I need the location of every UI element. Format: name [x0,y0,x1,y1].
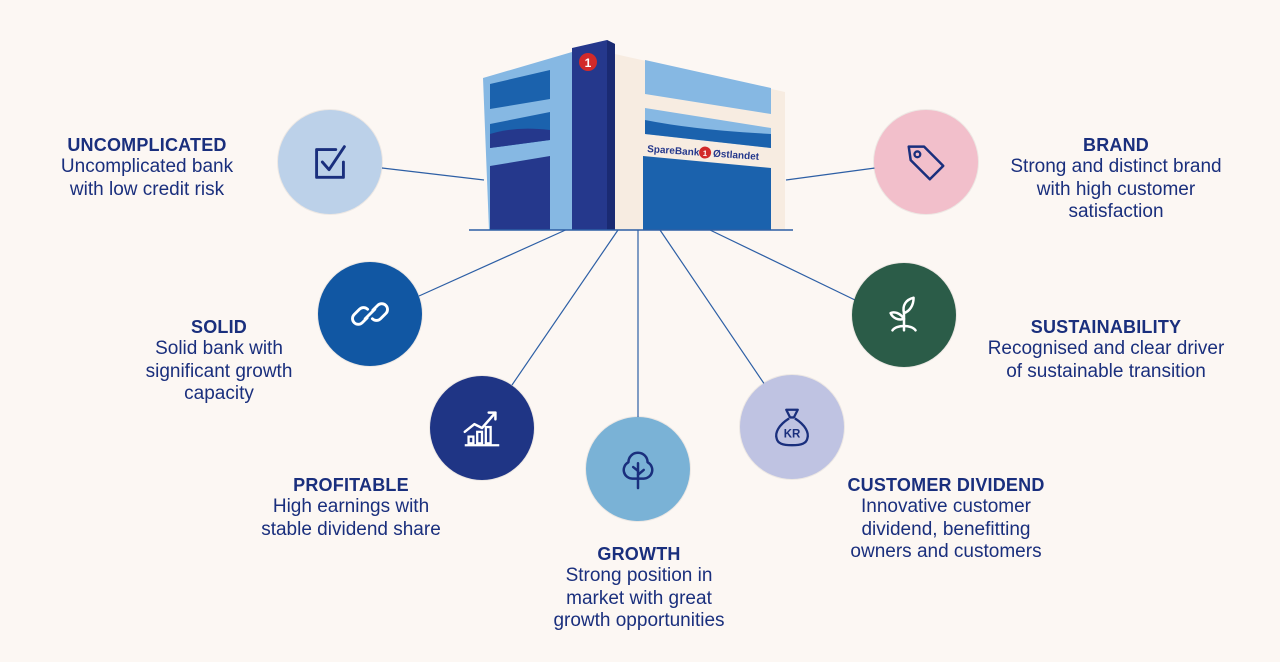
money-bag-label: KR [784,429,801,441]
uncomplicated-icon-circle [278,110,382,214]
customer-dividend-icon-circle: KR [740,375,844,479]
connector-customer-dividend [659,229,766,386]
connector-uncomplicated [381,167,485,181]
uncomplicated-description: Uncomplicated bank with low credit risk [28,156,266,201]
sustainability-description: Recognised and clear driver of sustainab… [987,338,1225,382]
brand-title: BRAND [1083,135,1149,155]
sprout-icon [889,296,917,332]
checkbox-icon [315,145,346,179]
growth-icon-circle [586,417,690,521]
price-tag-icon [907,145,945,181]
tree-icon [622,451,654,490]
link-icon [351,302,389,326]
sustainability-icon-circle [852,263,956,367]
profitable-icon-circle [430,376,534,480]
growth-text: GROWTH Strong position in market with gr… [518,543,760,633]
solid-icon-circle [318,262,422,366]
connector-brand [785,167,876,181]
solid-title: SOLID [190,317,247,337]
connector-solid [418,227,571,297]
sustainability-title: SUSTAINABILITY [1030,317,1182,337]
bank-sign-number: 1 [702,149,708,158]
bank-sign-prefix: SpareBank [647,144,700,159]
brand-description: Strong and distinct brand with high cust… [1010,156,1222,222]
bank-sign-logo [699,146,712,159]
customer-dividend-title: CUSTOMER DIVIDEND [847,475,1045,495]
solid-description: Solid bank with significant growth capac… [145,338,293,404]
connector-profitable [511,229,619,386]
growth-description: Strong position in market with great gro… [553,565,725,631]
connector-sustainability [709,229,856,301]
profitable-description: High earnings with stable dividend share [261,496,441,540]
growth-chart-icon [463,411,500,447]
growth-title: GROWTH [597,544,681,564]
uncomplicated-title: UNCOMPLICATED [67,135,227,155]
bank-badge [579,53,597,71]
money-bag-icon: KR [775,408,809,447]
sustainability-text: SUSTAINABILITY Recognised and clear driv… [962,316,1250,383]
bank-sign-suffix: Østlandet [713,149,760,163]
uncomplicated-text: UNCOMPLICATED Uncomplicated bank with lo… [28,134,266,201]
customer-dividend-text: CUSTOMER DIVIDEND Innovative customer di… [826,474,1066,564]
brand-text: BRAND Strong and distinct brand with hig… [984,134,1248,224]
bank-badge-number: 1 [585,56,592,70]
profitable-title: PROFITABLE [293,475,409,495]
brand-icon-circle [874,110,978,214]
uncomplicated-description-text: Uncomplicated bank with low credit risk [60,156,234,200]
customer-dividend-description: Innovative customer dividend, benefittin… [850,496,1042,562]
bank-building-illustration: 1 SpareBank 1 Østlandet [469,40,793,231]
solid-text: SOLID Solid bank with significant growth… [112,316,326,406]
profitable-text: PROFITABLE High earnings with stable div… [230,474,472,541]
